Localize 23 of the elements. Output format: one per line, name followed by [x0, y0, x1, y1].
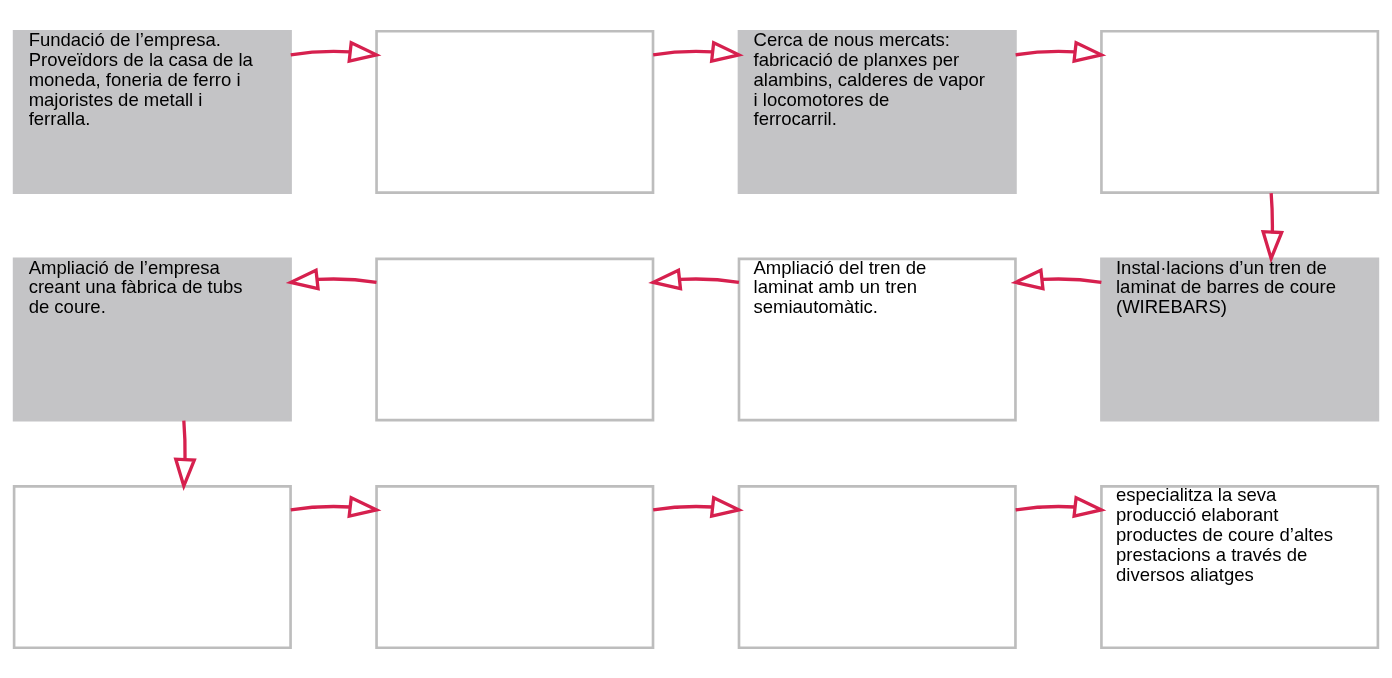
node-box: Fundació de l’empresa. Proveïdors de la casa de la moneda, foneria de ferro i majoristes de metall i ferralla. — [12, 29, 292, 194]
node-box — [737, 484, 1017, 649]
node-box — [375, 257, 655, 421]
arrow — [648, 267, 740, 291]
node-box: Instal·lacions d’un tren de laminat de barres de coure (WIREBARS) — [1100, 257, 1380, 421]
node-box — [1100, 29, 1380, 194]
node-box: especialitza la seva producció elaborant productes de coure d’altes prestacions a través de diversos aliatges — [1100, 484, 1380, 649]
arrow — [652, 39, 744, 63]
arrow — [1015, 494, 1107, 518]
arrow — [285, 267, 377, 291]
arrow — [290, 494, 382, 518]
arrow — [173, 420, 197, 491]
node-box: Ampliació de l’empresa creant una fàbrica de tubs de coure. — [12, 257, 292, 421]
arrow — [652, 494, 744, 518]
arrow — [290, 39, 382, 63]
arrow — [1260, 192, 1284, 264]
node-box — [12, 484, 292, 649]
node-box — [375, 484, 655, 649]
arrow — [1010, 267, 1102, 291]
node-box: Ampliació del tren de laminat amb un tren semiautomàtic. — [737, 257, 1017, 421]
arrow — [1015, 39, 1107, 63]
node-box — [375, 29, 655, 194]
node-box: Cerca de nous mercats: fabricació de planxes per alambins, calderes de vapor i locomotores de ferrocarril. — [737, 29, 1017, 194]
